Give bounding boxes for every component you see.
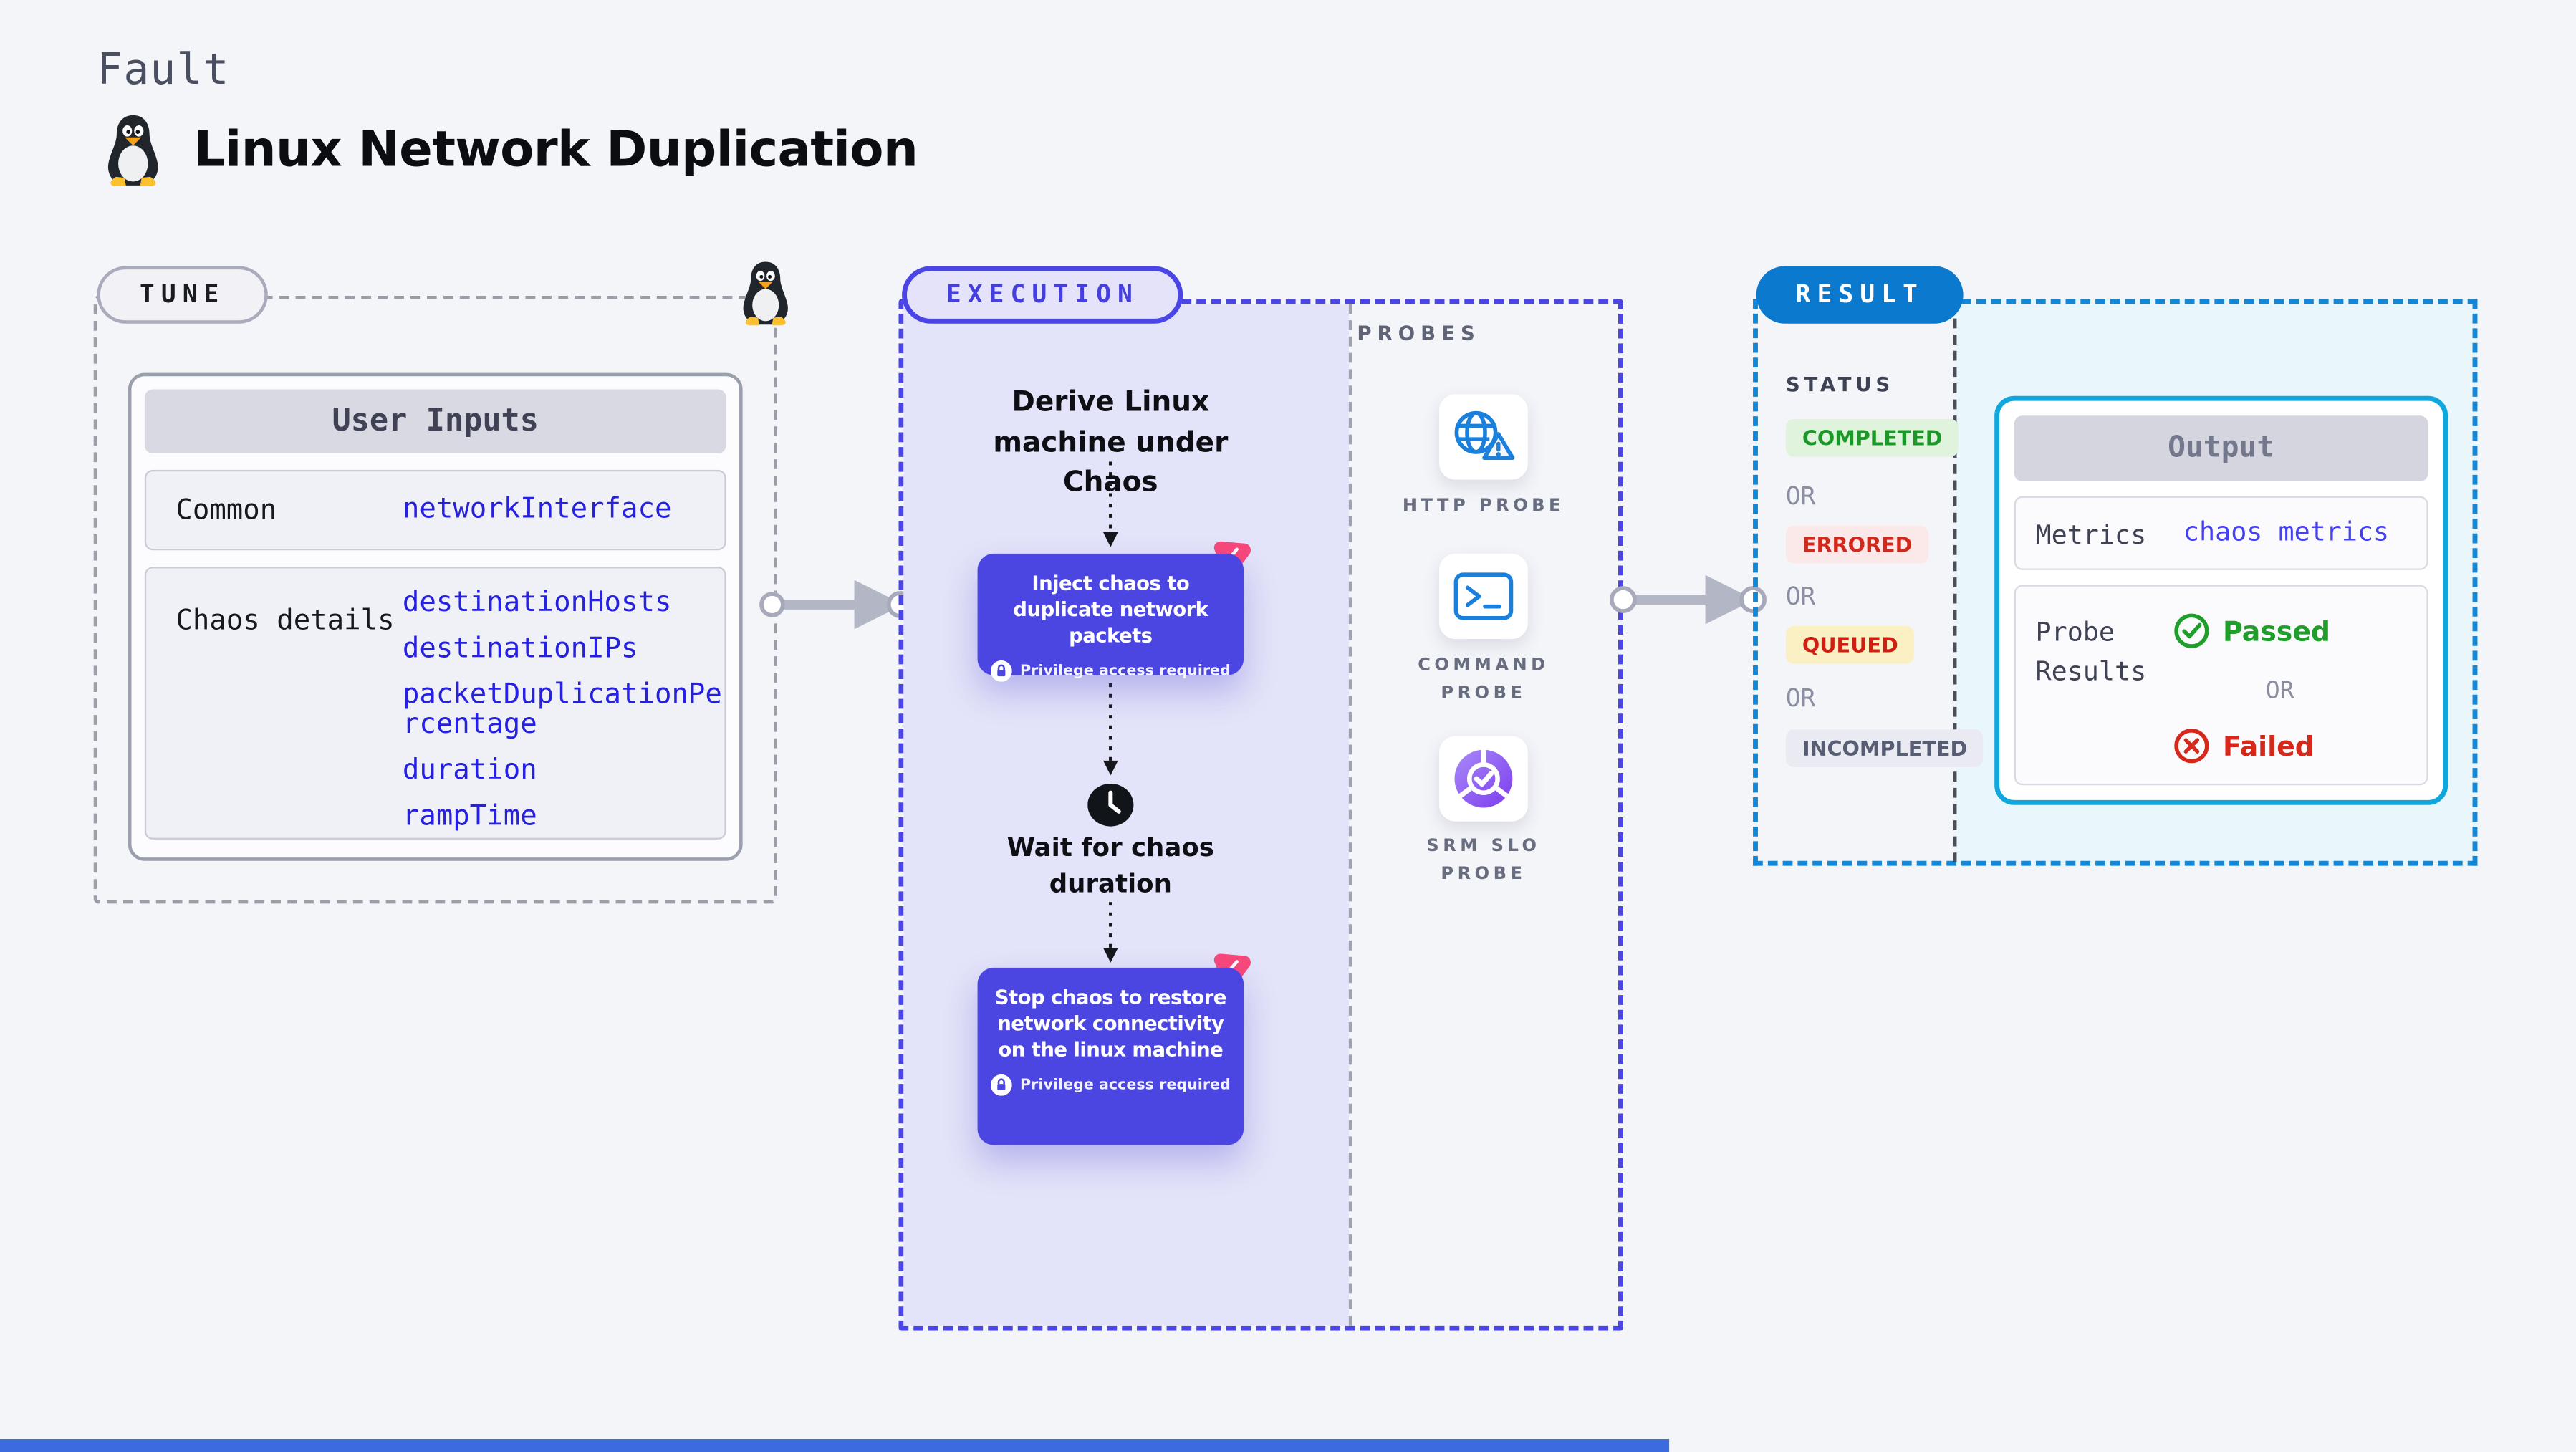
or-separator: OR: [2265, 678, 2294, 705]
metrics-label: Metrics: [2035, 519, 2147, 551]
row-label: Common: [176, 494, 277, 528]
globe-warning-icon: [1454, 410, 1515, 461]
chaos-metrics-link[interactable]: chaos metrics: [2183, 516, 2390, 547]
derive-step-label: Derive Linux machine under Chaos: [993, 385, 1229, 500]
clock-icon: [1087, 783, 1134, 827]
wait-step-label: Wait for chaos duration: [1006, 832, 1214, 898]
flow-arrow-down-icon: [1103, 902, 1118, 963]
srm-slo-probe-label: SRM SLO PROBE: [1426, 836, 1541, 884]
tune-to-execution-arrow: [759, 580, 914, 630]
user-inputs-header: User Inputs: [144, 389, 726, 453]
fault-eyebrow: Fault: [97, 46, 230, 96]
page-title: Linux Network Duplication: [193, 121, 918, 179]
status-badge-errored: ERRORED: [1785, 525, 1929, 564]
param-link[interactable]: destinationHosts: [402, 586, 672, 620]
status-badge-incompleted: INCOMPLETED: [1785, 729, 1984, 768]
or-separator: OR: [1785, 481, 1816, 511]
probes-divider: [1348, 304, 1352, 1326]
http-probe-card: [1439, 394, 1528, 480]
check-circle-icon: [2174, 613, 2209, 648]
execution-pill: EXECUTION: [902, 266, 1183, 324]
passed-row: Passed: [2173, 612, 2330, 648]
tune-pill: TUNE: [97, 266, 269, 324]
result-section-box: [1753, 299, 2478, 866]
row-label: Chaos details: [176, 604, 395, 638]
probe-results-row: Probe Results Passed OR Failed: [2014, 585, 2428, 786]
metrics-row: Metrics chaos metrics: [2014, 496, 2428, 570]
user-inputs-row-common: Common networkInterface: [144, 469, 726, 551]
tux-penguin-icon: [107, 115, 158, 186]
output-header: Output: [2014, 415, 2428, 481]
output-card: Output Metrics chaos metrics Probe Resul…: [1994, 395, 2448, 805]
bottom-partial-banner: [0, 1439, 1670, 1452]
status-badge-completed: COMPLETED: [1785, 418, 1959, 457]
status-heading: STATUS: [1785, 372, 1894, 396]
result-pill: RESULT: [1756, 266, 1964, 324]
slo-pie-check-icon: [1454, 747, 1513, 808]
or-separator: OR: [1785, 683, 1816, 713]
param-link[interactable]: networkInterface: [402, 493, 672, 526]
status-output-divider: [1953, 302, 1957, 863]
srm-slo-probe-card: [1439, 736, 1528, 822]
inject-chaos-label: Inject chaos to duplicate network packet…: [1013, 572, 1208, 647]
failed-label: Failed: [2222, 730, 2315, 761]
flow-arrow-down-icon: [1103, 683, 1118, 776]
flow-arrow-down-icon: [1103, 461, 1118, 547]
param-link[interactable]: destinationIPs: [402, 632, 638, 665]
or-separator: OR: [1785, 581, 1816, 612]
param-link[interactable]: duration: [402, 754, 537, 787]
tux-penguin-corner-icon: [743, 261, 788, 326]
http-probe-label: HTTP PROBE: [1402, 496, 1565, 516]
param-link[interactable]: rampTime: [402, 799, 537, 833]
command-probe-card: [1439, 553, 1528, 640]
inject-chaos-card: Inject chaos to duplicate network packet…: [977, 553, 1244, 683]
status-badge-queued: QUEUED: [1785, 625, 1915, 664]
privilege-badge-label: Privilege access required: [1020, 1077, 1231, 1095]
stop-chaos-card: Stop chaos to restore network connectivi…: [977, 967, 1244, 1145]
privilege-badge-label: Privilege access required: [1020, 663, 1231, 681]
terminal-icon: [1453, 572, 1514, 620]
lock-icon: [990, 661, 1012, 683]
passed-label: Passed: [2222, 615, 2331, 647]
execution-to-result-arrow: [1610, 574, 1767, 625]
stop-chaos-label: Stop chaos to restore network connectivi…: [994, 986, 1227, 1061]
x-circle-icon: [2174, 729, 2209, 764]
command-probe-label: COMMAND PROBE: [1418, 655, 1549, 703]
param-link[interactable]: packetDuplicationPercentage: [402, 678, 722, 741]
user-inputs-row-chaos-details: Chaos details destinationHosts destinati…: [144, 567, 726, 840]
probe-results-label: Probe Results: [2035, 616, 2147, 687]
lock-icon: [990, 1074, 1012, 1097]
probes-heading: PROBES: [1357, 322, 1481, 345]
failed-row: Failed: [2173, 728, 2315, 764]
